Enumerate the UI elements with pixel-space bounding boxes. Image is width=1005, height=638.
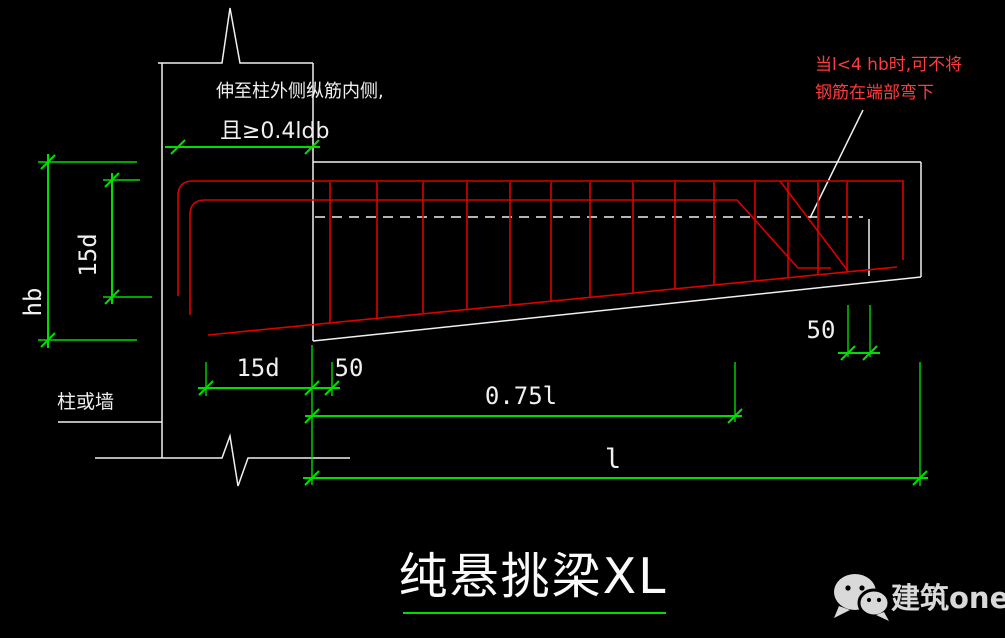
wechat-eye	[866, 597, 872, 603]
column-bottom-break-line	[95, 433, 350, 487]
dimension-0-75l	[304, 362, 743, 424]
dim-tick	[727, 408, 743, 424]
anchorage-note-line1: 伸至柱外侧纵筋内侧,	[216, 81, 384, 102]
beam-outline	[312, 161, 922, 342]
top-rebar-outer-with-hooks	[177, 180, 904, 296]
dimension-end-50	[838, 305, 880, 361]
bent-down-bar-diagonal	[779, 180, 849, 272]
dim-label-l: l	[605, 444, 621, 475]
dim-tick	[198, 380, 214, 396]
dim-tick	[304, 470, 320, 486]
dim-tick	[170, 139, 186, 155]
dimension-hb	[38, 154, 137, 348]
dimension-anchorage	[165, 139, 320, 155]
rebar	[177, 180, 904, 336]
end-note-line2: 钢筋在端部弯下	[815, 83, 934, 103]
dim-label-end-50: 50	[807, 316, 836, 344]
dim-tick	[40, 332, 56, 348]
dim-tick	[324, 380, 340, 396]
dim-tick	[304, 139, 320, 155]
brand-text: 建筑one	[891, 581, 1005, 615]
dim-label-embed-15d: 15d	[236, 354, 279, 382]
wechat-icon	[834, 574, 891, 621]
dim-label-0-75l: 0.75l	[485, 382, 557, 410]
anchorage-note-line2: 且≥0.4ldb	[220, 119, 329, 144]
stirrups	[329, 182, 848, 323]
dimension-l	[303, 345, 928, 486]
top-rebar-inner-bent-down	[189, 199, 831, 315]
bottom-rebar	[207, 266, 898, 336]
column-outline	[95, 7, 350, 487]
dim-tick	[840, 345, 856, 361]
dim-tick	[104, 172, 120, 188]
dim-label-hb: hb	[19, 288, 47, 317]
drawing-title: 纯悬挑梁XL	[399, 548, 668, 605]
dim-tick	[862, 345, 878, 361]
dim-tick	[104, 289, 120, 305]
support-label: 柱或墙	[57, 391, 114, 413]
wechat-eye	[845, 585, 851, 591]
alternative-straight-bar-dashed	[315, 216, 870, 276]
dim-tick	[40, 154, 56, 170]
dim-label-offset-50: 50	[335, 354, 364, 382]
column-top-break-line	[158, 7, 313, 64]
beam-bottom-tapered-edge	[312, 276, 922, 342]
dim-label-hook-15d: 15d	[74, 233, 102, 276]
dimension-hook-15d	[103, 172, 152, 305]
wechat-eye	[859, 585, 865, 591]
wechat-bubble-small	[857, 588, 891, 618]
wechat-bubble-small-tail	[876, 612, 889, 621]
end-note-line1: 当l<4 hb时,可不将	[815, 55, 962, 75]
dim-tick	[912, 470, 928, 486]
wechat-bubble-large-tail	[834, 606, 850, 618]
wechat-eye	[876, 597, 882, 603]
note-leader-line	[809, 109, 864, 219]
